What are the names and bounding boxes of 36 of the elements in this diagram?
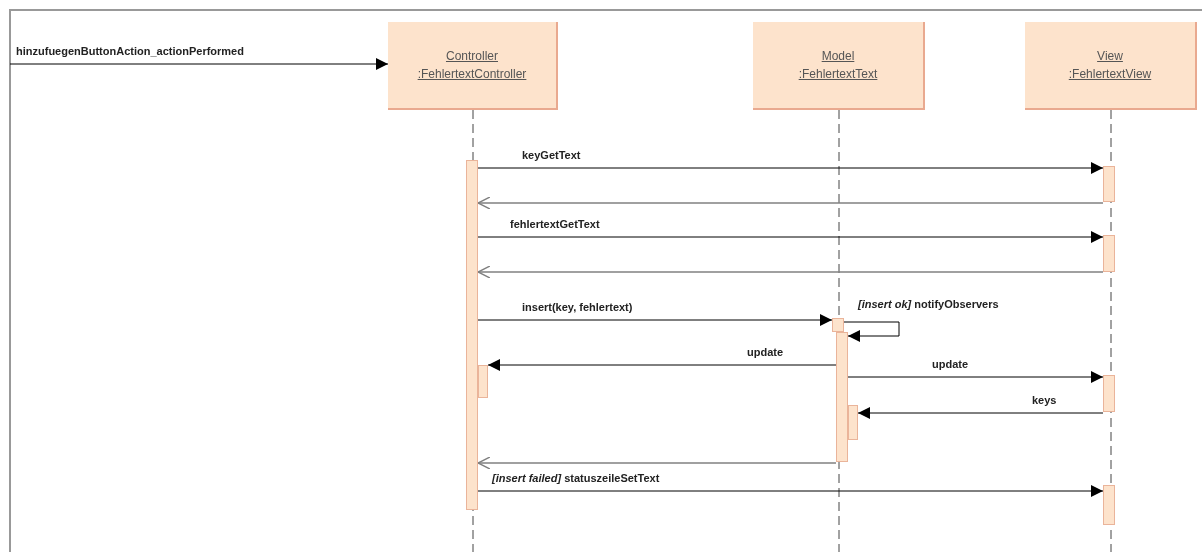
activation-bar (1103, 375, 1115, 412)
lifeline-head (388, 22, 558, 110)
message-arrow (477, 314, 833, 326)
activation-bar (1103, 235, 1115, 272)
edge-label: [insert ok] notifyObservers (856, 298, 1001, 311)
activation-bar (836, 332, 848, 462)
edge-label: keys (1030, 394, 1059, 407)
participant-name: Controller :FehlertextController (417, 48, 527, 83)
message-arrow (857, 407, 1104, 419)
message-arrow (477, 231, 1104, 243)
edge-label: update (745, 346, 786, 359)
participant-name: Model :FehlertextText (798, 48, 878, 83)
message-arrow (847, 371, 1104, 383)
message-arrow (487, 359, 837, 371)
message-arrow (843, 321, 900, 342)
lifeline-head (753, 22, 925, 110)
return-arrow (477, 265, 1104, 279)
message-arrow (9, 58, 389, 70)
edge-label: fehlertextGetText (508, 218, 602, 231)
lifeline-head (1025, 22, 1197, 110)
activation-bar (832, 318, 844, 332)
edge-label: hinzufuegenButtonAction_actionPerformed (14, 45, 246, 58)
message-arrow (477, 485, 1104, 497)
edge-label: insert(key, fehlertext) (520, 301, 635, 314)
activation-bar (1103, 485, 1115, 525)
activation-bar (1103, 166, 1115, 202)
activation-bar (478, 365, 488, 398)
edge-label: update (930, 358, 971, 371)
return-arrow (477, 196, 1104, 210)
message-arrow (477, 162, 1104, 174)
edge-label: keyGetText (520, 149, 583, 162)
participant-name: View :FehlertextView (1068, 48, 1152, 83)
edge-label: [insert failed] statuszeileSetText (490, 472, 662, 485)
activation-bar (466, 160, 478, 510)
return-arrow (477, 456, 837, 470)
activation-bar (848, 405, 858, 440)
